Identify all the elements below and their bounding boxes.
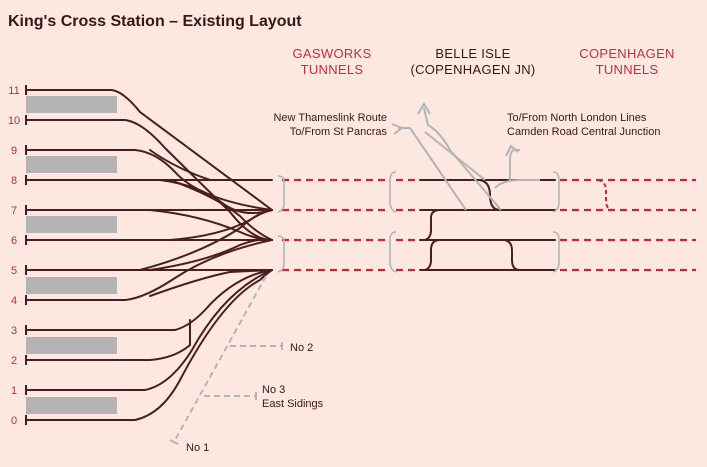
platform-number: 11: [8, 85, 19, 97]
platform-number: 0: [11, 415, 17, 427]
label-north-london-1: To/From North London Lines: [507, 112, 647, 124]
platform-number: 5: [11, 265, 17, 277]
north-london-connection: [494, 144, 540, 189]
station-throat-tracks: [25, 89, 273, 421]
header-belle-isle-line2: (COPENHAGEN JN): [410, 62, 535, 77]
diagram-title: King's Cross Station – Existing Layout: [8, 13, 302, 30]
platform-number: 4: [11, 295, 17, 307]
platform-block-10-11: [26, 96, 117, 113]
platform-number: 8: [11, 175, 17, 187]
platform-block-2-3: [26, 337, 117, 354]
label-east-sidings: East Sidings: [262, 398, 324, 410]
label-no1: No 1: [186, 442, 209, 454]
platform-number: 6: [11, 235, 17, 247]
platform-number: 9: [11, 145, 17, 157]
tunnel-brackets: [277, 171, 560, 273]
platform-block-6-7: [26, 216, 117, 233]
platform-number: 3: [11, 325, 17, 337]
thameslink-connection: [391, 102, 502, 211]
main-line-tracks: [282, 178, 696, 272]
platform-block-8-9: [26, 156, 117, 173]
platform-blocks: [26, 96, 117, 414]
platform-number: 10: [8, 115, 20, 127]
header-copenhagen-line1: COPENHAGEN: [579, 46, 674, 61]
label-thameslink-1: New Thameslink Route: [273, 112, 387, 124]
label-no2: No 2: [290, 342, 313, 354]
platform-number: 7: [11, 205, 17, 217]
label-no3: No 3: [262, 384, 285, 396]
platform-numbers: 11 10 9 8 7 6 5 4 3 2 1 0: [8, 85, 20, 427]
platform-number: 1: [11, 385, 17, 397]
header-gasworks-line1: GASWORKS: [293, 46, 372, 61]
platform-number: 2: [11, 355, 17, 367]
header-belle-isle-line1: BELLE ISLE: [435, 46, 510, 61]
label-thameslink-2: To/From St Pancras: [290, 126, 388, 138]
platform-block-0-1: [26, 397, 117, 414]
header-copenhagen-line2: TUNNELS: [596, 62, 659, 77]
label-north-london-2: Camden Road Central Junction: [507, 126, 660, 138]
header-gasworks-line2: TUNNELS: [301, 62, 364, 77]
sidings-lines: [169, 275, 283, 445]
platform-block-4-5: [26, 277, 117, 294]
